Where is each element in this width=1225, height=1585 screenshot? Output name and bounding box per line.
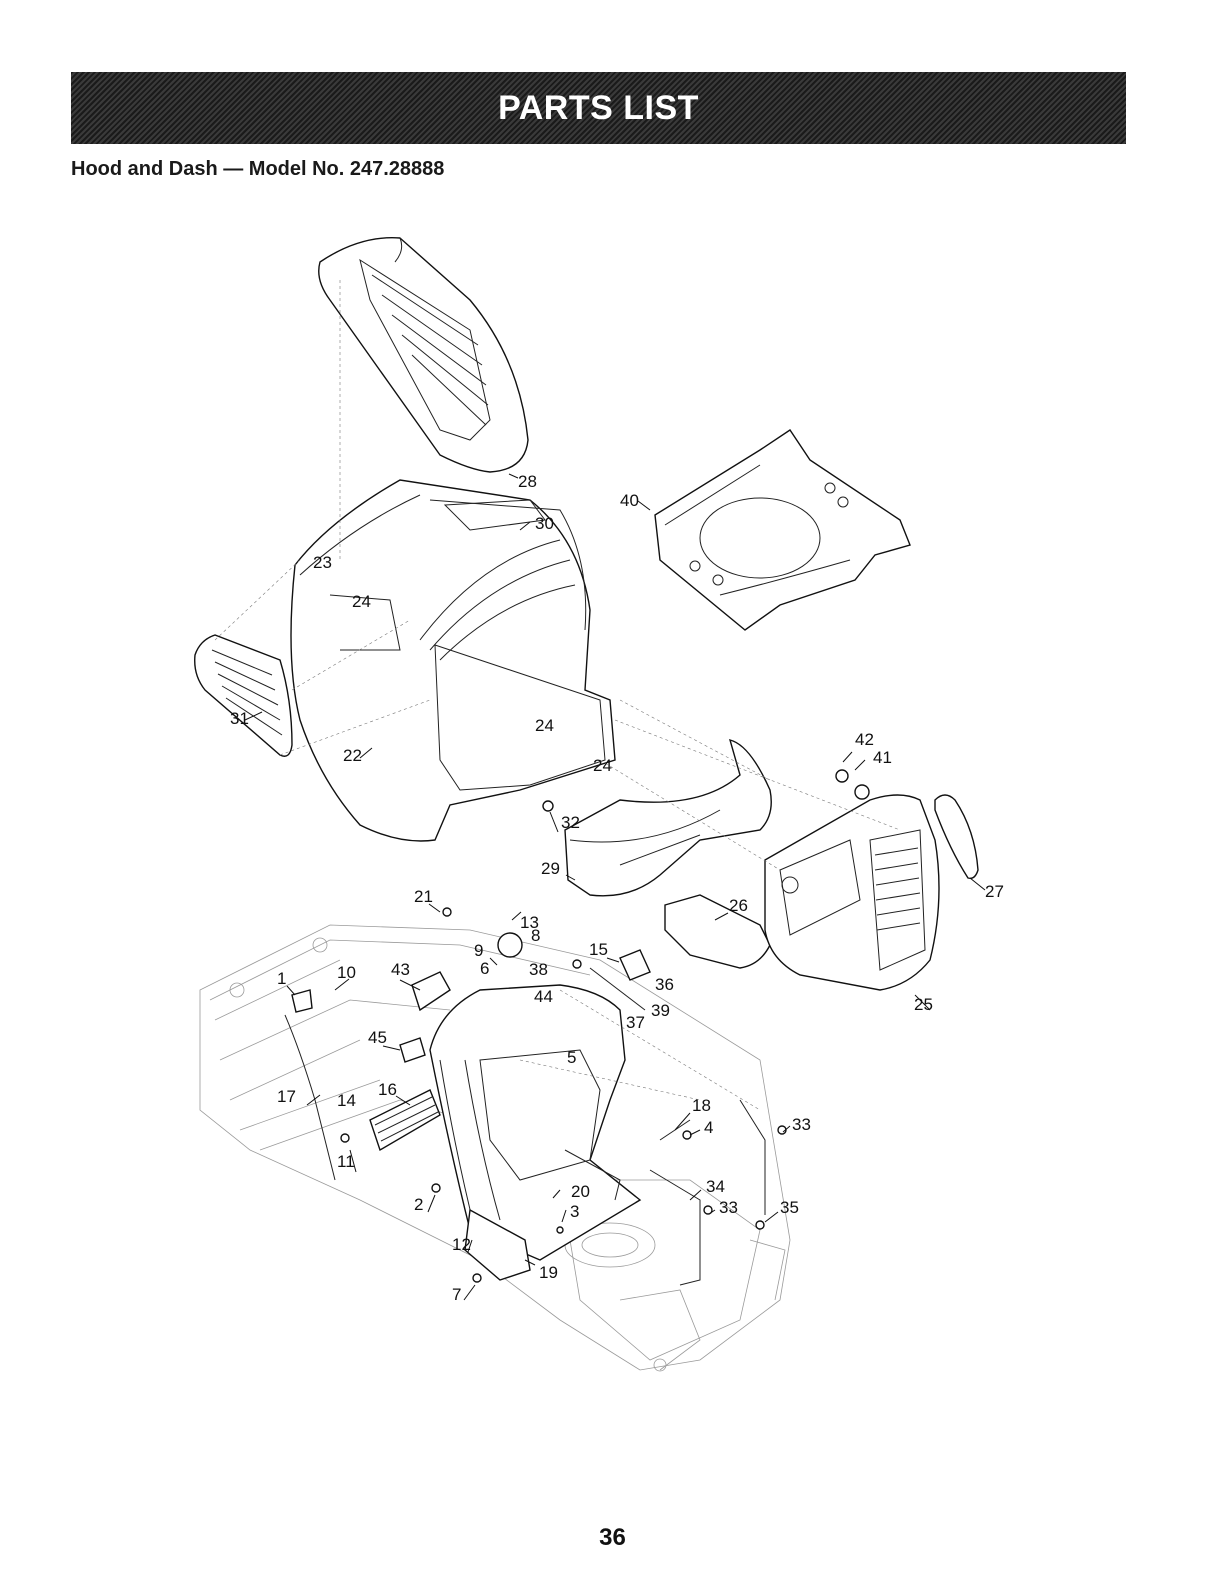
callout-45: 45 <box>368 1028 387 1047</box>
callout-9: 9 <box>474 941 483 960</box>
callout-22: 22 <box>343 746 362 765</box>
callout-21: 21 <box>414 887 433 906</box>
callout-36: 36 <box>655 975 674 994</box>
callout-42: 42 <box>855 730 874 749</box>
callout-20: 20 <box>571 1182 590 1201</box>
callout-13: 13 <box>520 913 539 932</box>
part-hood-body <box>291 480 615 841</box>
callout-34: 34 <box>706 1177 725 1196</box>
callout-24-lower: 24 <box>593 756 612 775</box>
callout-27: 27 <box>985 882 1004 901</box>
callout-17: 17 <box>277 1087 296 1106</box>
callout-43: 43 <box>391 960 410 979</box>
callout-44: 44 <box>534 987 553 1006</box>
callout-33-upper: 33 <box>792 1115 811 1134</box>
callout-4: 4 <box>704 1118 713 1137</box>
callout-11: 11 <box>337 1152 355 1171</box>
callout-5: 5 <box>567 1048 576 1067</box>
callout-2: 2 <box>414 1195 423 1214</box>
part-hood-top-panel <box>319 238 528 472</box>
callout-18: 18 <box>692 1096 711 1115</box>
callout-10: 10 <box>337 963 356 982</box>
callout-31: 31 <box>230 709 249 728</box>
callout-3: 3 <box>570 1202 579 1221</box>
callout-24-middle: 24 <box>535 716 554 735</box>
callout-16: 16 <box>378 1080 397 1099</box>
callout-1: 1 <box>277 969 286 988</box>
callout-24-upper: 24 <box>352 592 371 611</box>
callout-32: 32 <box>561 813 580 832</box>
callout-38: 38 <box>529 960 548 979</box>
callout-33-lower: 33 <box>719 1198 738 1217</box>
callout-26: 26 <box>729 896 748 915</box>
callout-40: 40 <box>620 491 639 510</box>
callout-19: 19 <box>539 1263 558 1282</box>
callout-7: 7 <box>452 1285 461 1304</box>
page-number: 36 <box>0 1524 1225 1552</box>
part-headlight-lens <box>665 895 770 968</box>
callout-28: 28 <box>518 472 537 491</box>
part-front-grille <box>765 795 939 990</box>
callout-6: 6 <box>480 959 489 978</box>
callout-25: 25 <box>914 995 933 1014</box>
callout-35: 35 <box>780 1198 799 1217</box>
callout-30: 30 <box>535 514 554 533</box>
part-dash-tray <box>655 430 910 630</box>
part-grille-side-panel <box>935 795 978 878</box>
part-vent-panel <box>370 1090 440 1150</box>
callout-23: 23 <box>313 553 332 572</box>
callout-29: 29 <box>541 859 560 878</box>
callout-41: 41 <box>873 748 892 767</box>
callout-15: 15 <box>589 940 608 959</box>
callout-14: 14 <box>337 1091 356 1110</box>
part-headlight-bulb <box>836 770 869 799</box>
callout-39: 39 <box>651 1001 670 1020</box>
callout-37: 37 <box>626 1013 645 1032</box>
